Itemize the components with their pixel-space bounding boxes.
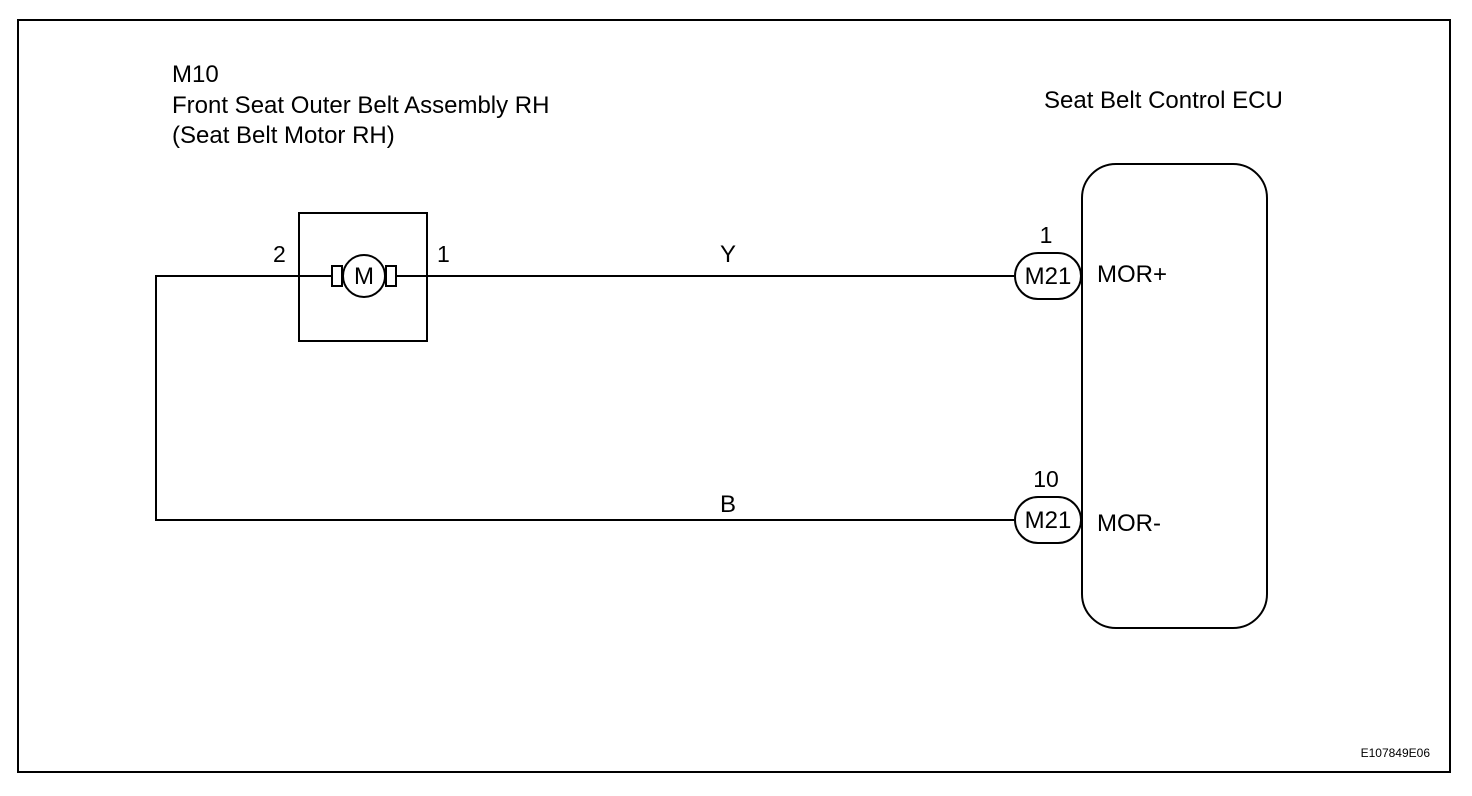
ecu-pin-1: 1 (1040, 222, 1053, 248)
motor-pin-right: 1 (437, 241, 450, 267)
connector-m21-pin1: M21 (1014, 252, 1082, 300)
component-name: Front Seat Outer Belt Assembly RH (172, 92, 549, 119)
motor-pin-left: 2 (273, 241, 286, 267)
diagram-frame (17, 19, 1451, 773)
wire-y-color: Y (720, 241, 736, 268)
figure-code: E107849E06 (1361, 746, 1431, 760)
wire-b (155, 275, 1014, 521)
wire-b-color: B (720, 491, 736, 518)
ecu-box (1081, 163, 1268, 629)
ecu-pin-10: 10 (1033, 466, 1059, 492)
connector-m21-pin10: M21 (1014, 496, 1082, 544)
ecu-name: Seat Belt Control ECU (1044, 87, 1283, 114)
component-code: M10 (172, 61, 219, 88)
connector-m21-pin10-label: M21 (1025, 507, 1072, 534)
ecu-terminal-mor-minus: MOR- (1097, 510, 1161, 537)
motor-symbol-label: M (354, 263, 374, 290)
connector-m21-pin1-label: M21 (1025, 263, 1072, 290)
component-subname: (Seat Belt Motor RH) (172, 122, 395, 149)
motor-icon: M (331, 254, 397, 298)
ecu-terminal-mor-plus: MOR+ (1097, 261, 1167, 288)
